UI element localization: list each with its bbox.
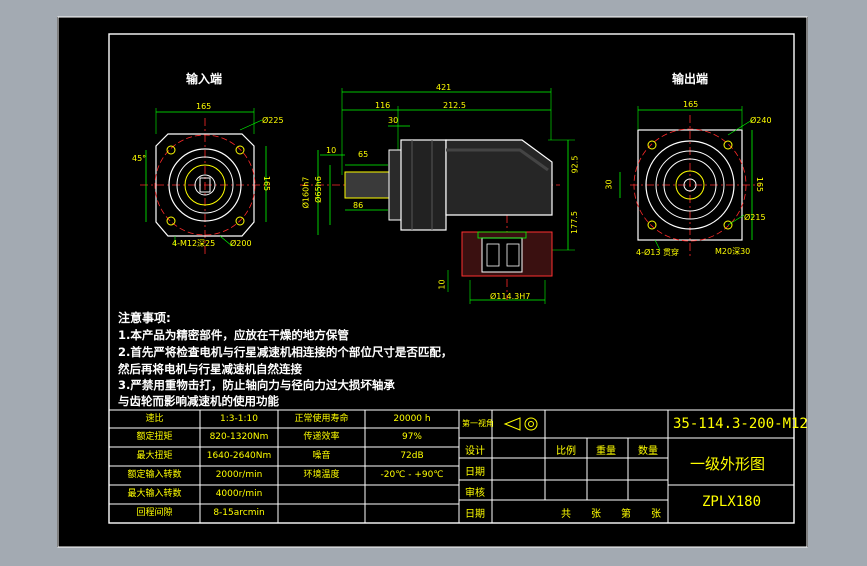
dim-left-pilot: Ø200 xyxy=(230,239,252,248)
check-label: 日期 xyxy=(465,467,485,478)
audit-label: 审核 xyxy=(465,488,485,499)
dim-left-width: 165 xyxy=(196,102,212,111)
spec-table-grid xyxy=(108,409,460,524)
weight-label: 重量 xyxy=(596,446,616,457)
spec-cell: 最大输入转数 xyxy=(127,489,182,499)
spec-cell: 速比 xyxy=(145,414,164,424)
sheet xyxy=(57,17,808,547)
dim-right-square: 165 xyxy=(755,176,765,193)
dim-right-30: 30 xyxy=(604,179,614,190)
spec-cell: 97% xyxy=(401,432,422,442)
model-number: ZPLX180 xyxy=(702,494,762,510)
dim-dia-left-b: Ø65h6 xyxy=(313,176,323,203)
spec-cell: 最大扭矩 xyxy=(136,451,173,461)
quantity-label: 数量 xyxy=(638,446,658,457)
notes-line: 1.本产品为精密部件，应放在干燥的地方保管 xyxy=(118,328,349,342)
dim-left-bolt-circle: Ø225 xyxy=(262,116,284,125)
dim-seg-212: 212.5 xyxy=(443,101,466,110)
spec-cell: 传递效率 xyxy=(303,432,340,442)
notes-line: 2.首先严将检查电机与行星减速机相连接的个部位尺寸是否匹配， xyxy=(118,345,453,359)
spec-cell: 额定输入转数 xyxy=(127,470,182,480)
spec-cell: 72dB xyxy=(400,451,424,461)
dim-h-92: 92.5 xyxy=(570,155,580,174)
drawing-name: 一级外形图 xyxy=(690,455,766,473)
dim-h-177: 177.5 xyxy=(569,211,579,234)
dim-h-10b: 10 xyxy=(437,279,447,290)
spec-cell: 4000r/min xyxy=(215,489,263,499)
spec-cell: 环境温度 xyxy=(303,470,340,480)
dim-right-pilot: Ø215 xyxy=(744,213,766,222)
dim-seg-65: 65 xyxy=(358,150,369,159)
side-view xyxy=(300,88,575,304)
input-end-title: 输入端 xyxy=(186,72,223,86)
dim-seg-10: 10 xyxy=(326,146,337,155)
dim-right-bolt-circle: Ø240 xyxy=(750,116,772,125)
spec-cell xyxy=(278,485,365,504)
spec-cell: 额定扭矩 xyxy=(136,432,173,442)
spec-cell xyxy=(365,504,459,523)
dim-left-holes: 4-M12深25 xyxy=(172,239,216,248)
spec-cell: 噪音 xyxy=(312,451,331,461)
dim-right-key: M20深30 xyxy=(715,247,751,256)
dim-left-angle: 45° xyxy=(132,154,147,163)
sheets-label: 共 张 第 张 xyxy=(561,509,661,520)
dim-seg-86: 86 xyxy=(353,201,364,210)
projection-label: 第一视角 xyxy=(462,419,494,428)
spec-cell: 820-1320Nm xyxy=(209,432,269,442)
dim-seg-30: 30 xyxy=(388,116,399,125)
dim-seg-116: 116 xyxy=(375,101,391,110)
title-block-grid xyxy=(458,409,795,524)
spec-cell: 正常使用寿命 xyxy=(294,414,349,424)
output-end-view xyxy=(619,106,760,258)
projection-symbol xyxy=(503,417,538,431)
dim-right-width: 165 xyxy=(683,100,699,109)
spec-cell: 1640-2640Nm xyxy=(206,451,272,461)
date-label: 日期 xyxy=(465,509,485,520)
scale-label: 比例 xyxy=(556,446,576,457)
dim-dia-left-a: Ø160h7 xyxy=(301,176,311,209)
notes-line: 3.严禁用重物击打，防止轴向力与径向力过大损坏轴承 xyxy=(118,378,395,392)
dim-right-holes: 4-Ø13 贯穿 xyxy=(636,248,679,257)
notes-line: 与齿轮而影响减速机的使用功能 xyxy=(118,394,279,408)
spec-cell xyxy=(365,485,459,504)
spec-cell xyxy=(278,504,365,523)
spec-cell: 20000 h xyxy=(393,414,431,424)
spec-cell: -20℃ - +90℃ xyxy=(380,470,444,480)
notes-title: 注意事项: xyxy=(118,311,171,325)
input-end-view xyxy=(140,108,270,255)
spec-cell: 回程间隙 xyxy=(136,508,173,518)
dim-total-length: 421 xyxy=(436,83,452,92)
spec-cell: 1:3-1:10 xyxy=(220,414,258,424)
dim-left-square: 165 xyxy=(262,175,272,192)
drawing-number: 35-114.3-200-M12 xyxy=(673,416,808,432)
dim-dia-bottom: Ø114.3H7 xyxy=(490,292,531,301)
design-label: 设计 xyxy=(465,446,485,457)
spec-cell: 2000r/min xyxy=(215,470,263,480)
notes-line: 然后再将电机与行星减速机自然连接 xyxy=(118,362,302,376)
spec-cell: 8-15arcmin xyxy=(213,508,265,518)
output-end-title: 输出端 xyxy=(672,72,709,86)
